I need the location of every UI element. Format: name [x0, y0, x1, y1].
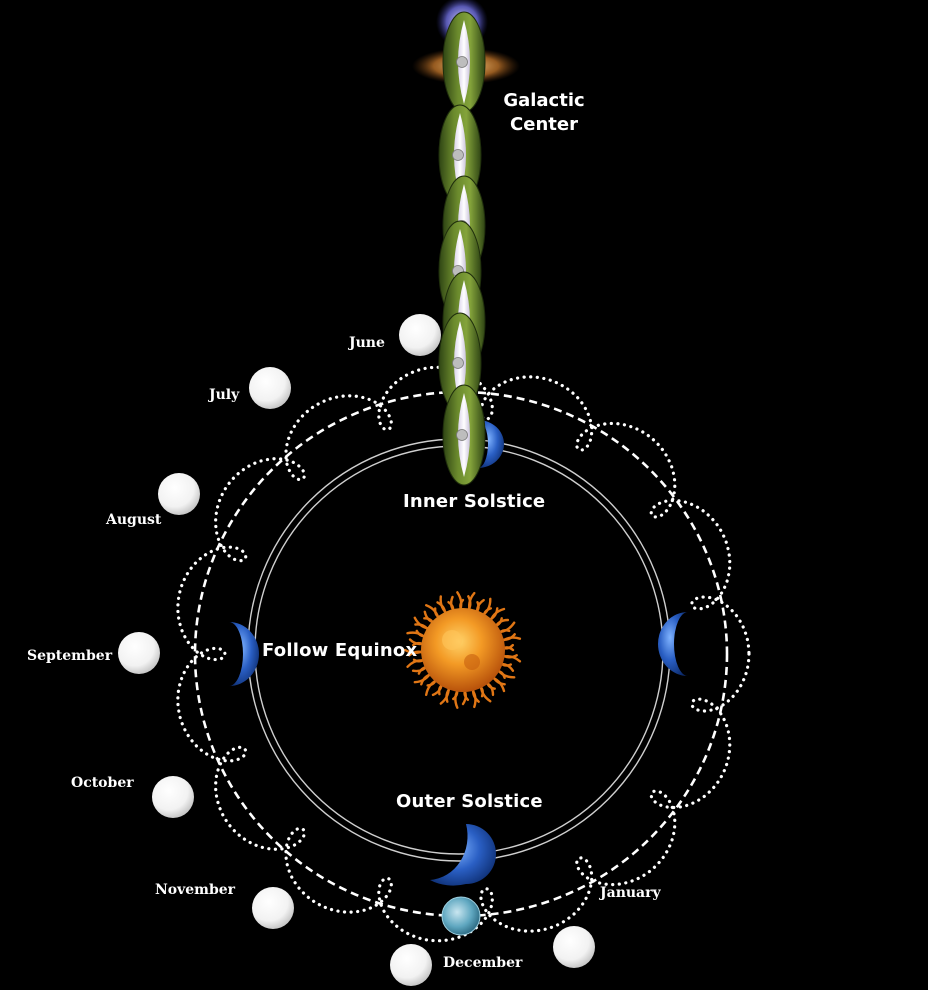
earth-icon — [478, 420, 504, 468]
outer-solstice-label: Outer Solstice — [396, 791, 543, 812]
moon-icon — [390, 944, 432, 986]
moon-icon — [252, 887, 294, 929]
moon-icon — [152, 776, 194, 818]
month-label-july: July — [209, 387, 240, 403]
month-label-june: June — [349, 335, 385, 351]
earth-icon — [658, 612, 688, 676]
moon-icon — [553, 926, 595, 968]
inner-solstice-label: Inner Solstice — [403, 491, 546, 512]
bead — [456, 429, 468, 441]
earth-icon — [441, 896, 481, 936]
leaf-chain-icon — [438, 11, 486, 486]
sun-icon — [403, 591, 522, 709]
month-label-august: August — [106, 512, 162, 528]
galactic-center-line1: Galactic — [503, 90, 585, 111]
bead — [456, 56, 468, 68]
dashed-outer-orbit — [193, 390, 729, 918]
earth-icon — [430, 824, 496, 886]
moon-icon — [249, 367, 291, 409]
earth-icon — [229, 622, 259, 686]
moon-icon — [158, 473, 200, 515]
follow-equinox-label: Follow Equinox — [262, 640, 418, 661]
bead — [452, 149, 464, 161]
moon-icon — [118, 632, 160, 674]
month-label-january: January — [600, 885, 661, 901]
bead — [452, 357, 464, 369]
month-label-october: October — [71, 775, 134, 791]
galactic-center-line2: Center — [510, 114, 578, 135]
moon-dotted-path — [176, 365, 751, 943]
month-label-september: September — [27, 648, 113, 664]
moon-icon — [399, 314, 441, 356]
galactic-center-label: Galactic Center — [494, 89, 594, 137]
month-label-december: December — [443, 955, 523, 971]
month-label-november: November — [155, 882, 236, 898]
